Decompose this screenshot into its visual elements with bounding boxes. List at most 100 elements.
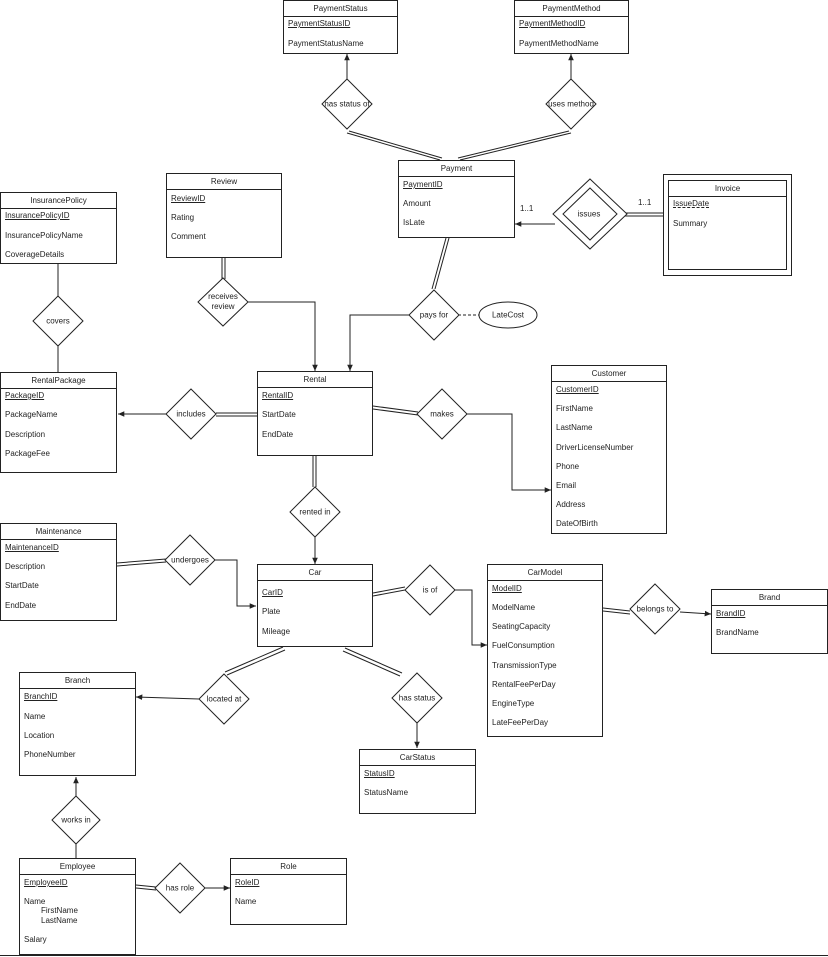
attribute: Phone (556, 462, 580, 471)
rel-makes: makes (430, 409, 454, 419)
entity-car-model[interactable]: CarModel ModelID ModelName SeatingCapaci… (487, 564, 603, 737)
belongs-to-diamond (629, 583, 681, 635)
attribute: RentalFeePerDay (492, 680, 556, 689)
attribute: Description (5, 562, 46, 571)
undergoes-diamond (164, 534, 216, 586)
entity-rental[interactable]: Rental RentalID StartDate EndDate (257, 371, 373, 456)
entity-title: PaymentMethod (515, 1, 628, 17)
entity-branch[interactable]: Branch BranchID Name Location PhoneNumbe… (19, 672, 136, 776)
rel-is-of: is of (422, 585, 438, 595)
attribute: Name (24, 712, 46, 721)
attribute: EngineType (492, 699, 535, 708)
entity-brand[interactable]: Brand BrandID BrandName (711, 589, 828, 654)
entity-employee[interactable]: Employee EmployeeID Name FirstName LastN… (19, 858, 136, 955)
attribute: PackageFee (5, 449, 50, 458)
issues-inner-diamond (562, 187, 618, 241)
attribute: Comment (171, 232, 206, 241)
attribute: PaymentMethodName (519, 39, 599, 48)
attribute: StatusName (364, 788, 409, 797)
late-cost-attribute: LateCost (491, 310, 525, 320)
attribute: DriverLicenseNumber (556, 443, 634, 452)
rel-includes: includes (176, 409, 206, 419)
attribute: StartDate (262, 410, 296, 419)
located-at-diamond (198, 673, 250, 725)
sub-attribute: LastName (41, 916, 78, 925)
attribute: Address (556, 500, 586, 509)
entity-title: CarStatus (360, 750, 475, 766)
rel-located-at: located at (206, 694, 242, 704)
attribute: BrandName (716, 628, 759, 637)
late-cost-attribute-ellipse (478, 301, 538, 329)
has-status-of-diamond (321, 78, 373, 130)
rel-rented-in: rented in (299, 507, 331, 517)
rel-has-status: has status (398, 693, 436, 703)
rel-belongs-to: belongs to (636, 604, 674, 614)
rel-has-role: has role (165, 883, 195, 893)
entity-title: Customer (552, 366, 666, 382)
rel-uses-method: uses method (548, 99, 594, 109)
primary-key: ModelID (492, 584, 522, 593)
primary-key: RoleID (235, 878, 260, 887)
rel-pays-for: pays for (419, 310, 449, 320)
rel-issues: issues (577, 209, 601, 219)
attribute: Plate (262, 607, 281, 616)
rel-works-in: works in (61, 815, 91, 825)
entity-rental-package[interactable]: RentalPackage PackageID PackageName Desc… (0, 372, 117, 473)
has-role-diamond (154, 862, 206, 914)
attribute: Amount (403, 199, 431, 208)
entity-car[interactable]: Car CarID Plate Mileage (257, 564, 373, 647)
attribute: EndDate (262, 430, 294, 439)
attribute: Name (24, 897, 46, 906)
primary-key: CarID (262, 588, 283, 597)
attribute: Description (5, 430, 46, 439)
primary-key: EmployeeID (24, 878, 68, 887)
rel-undergoes: undergoes (171, 555, 209, 565)
entity-title: Brand (712, 590, 827, 606)
entity-title: Role (231, 859, 346, 875)
rented-in-diamond (289, 486, 341, 538)
attribute: EndDate (5, 601, 37, 610)
entity-role[interactable]: Role RoleID Name (230, 858, 347, 925)
receives-review-diamond (197, 277, 249, 327)
primary-key: PaymentID (403, 180, 443, 189)
attribute: DateOfBirth (556, 519, 598, 528)
invoice-inner-box: Invoice IssueDate Summary (668, 180, 787, 270)
covers-diamond (32, 295, 84, 347)
works-in-diamond (51, 795, 101, 845)
attribute: FuelConsumption (492, 641, 555, 650)
entity-maintenance[interactable]: Maintenance MaintenanceID Description St… (0, 523, 117, 621)
entity-payment[interactable]: Payment PaymentID Amount IsLate (398, 160, 515, 238)
entity-title: CarModel (488, 565, 602, 581)
entity-invoice[interactable]: Invoice IssueDate Summary (663, 174, 792, 276)
attribute: PhoneNumber (24, 750, 76, 759)
rel-has-status-of: has status of (324, 99, 370, 109)
attribute: FirstName (556, 404, 593, 413)
primary-key: PackageID (5, 391, 45, 400)
entity-title: Rental (258, 372, 372, 388)
entity-title: Review (167, 174, 281, 190)
entity-payment-status[interactable]: PaymentStatus PaymentStatusID PaymentSta… (283, 0, 398, 54)
primary-key: BranchID (24, 692, 58, 701)
cardinality-payment: 1..1 (520, 204, 534, 213)
entity-review[interactable]: Review ReviewID Rating Comment (166, 173, 282, 258)
has-status-diamond (391, 672, 443, 724)
bottom-border-line (0, 955, 828, 956)
attribute: TransmissionType (492, 661, 557, 670)
partial-key: IssueDate (673, 199, 710, 208)
attribute: PackageName (5, 410, 58, 419)
entity-customer[interactable]: Customer CustomerID FirstName LastName D… (551, 365, 667, 534)
attribute: ModelName (492, 603, 536, 612)
entity-title: Employee (20, 859, 135, 875)
entity-payment-method[interactable]: PaymentMethod PaymentMethodID PaymentMet… (514, 0, 629, 54)
entity-car-status[interactable]: CarStatus StatusID StatusName (359, 749, 476, 814)
makes-diamond (416, 388, 468, 440)
primary-key: InsurancePolicyID (5, 211, 70, 220)
rel-covers: covers (46, 316, 70, 326)
attribute: StartDate (5, 581, 39, 590)
entity-title: Payment (399, 161, 514, 177)
entity-title: InsurancePolicy (1, 193, 116, 209)
entity-insurance-policy[interactable]: InsurancePolicy InsurancePolicyID Insura… (0, 192, 117, 264)
entity-title: Car (258, 565, 372, 581)
attribute: Rating (171, 213, 195, 222)
